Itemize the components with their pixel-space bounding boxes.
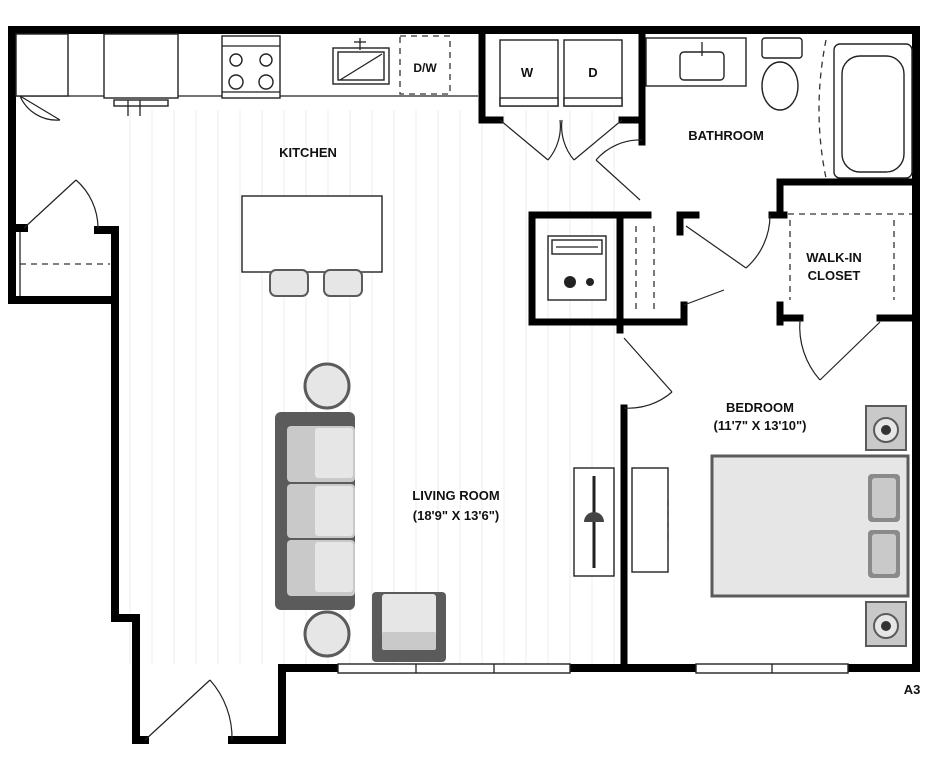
dryer-label: D bbox=[588, 65, 597, 80]
side-table bbox=[303, 362, 351, 410]
floor-texture bbox=[129, 110, 615, 664]
kitchen-counter bbox=[15, 33, 478, 116]
bedroom-label: BEDROOM bbox=[726, 400, 794, 415]
dresser bbox=[631, 467, 669, 573]
bar-stool bbox=[269, 269, 309, 297]
kitchen-sink bbox=[332, 38, 390, 85]
living-furniture bbox=[275, 362, 615, 662]
interior-walls bbox=[478, 30, 920, 672]
living-room-dims: (18'9" X 13'6") bbox=[413, 508, 499, 523]
unit-code: A3 bbox=[904, 682, 921, 697]
toilet-tank bbox=[761, 37, 803, 59]
walk-in-closet-label-1: WALK-IN bbox=[806, 250, 862, 265]
utility-closet bbox=[19, 95, 110, 296]
washer bbox=[499, 39, 559, 107]
entry-door bbox=[144, 679, 233, 741]
walk-in-closet: WALK-IN CLOSET bbox=[788, 213, 912, 381]
washer-label: W bbox=[521, 65, 534, 80]
bar-stool bbox=[323, 269, 363, 297]
bedroom-dims: (11'7" X 13'10") bbox=[714, 418, 807, 433]
dishwasher-label: D/W bbox=[413, 61, 437, 75]
side-table bbox=[303, 610, 351, 658]
stove bbox=[221, 35, 281, 99]
kitchen-island bbox=[241, 195, 383, 297]
bedroom-door bbox=[623, 337, 673, 409]
pantry-cabinet bbox=[15, 33, 69, 97]
bedroom-furniture bbox=[631, 405, 910, 647]
water-heater bbox=[547, 235, 607, 301]
exterior-walls bbox=[8, 26, 920, 744]
walk-in-closet-label-2: CLOSET bbox=[808, 268, 861, 283]
dryer bbox=[563, 39, 623, 107]
living-room-label: LIVING ROOM bbox=[412, 488, 499, 503]
bathroom-sink bbox=[679, 51, 725, 81]
refrigerator-handle bbox=[113, 99, 169, 107]
toilet-bowl bbox=[761, 61, 799, 111]
laundry-closet: W D bbox=[499, 39, 623, 161]
linen-closet bbox=[635, 214, 771, 314]
windows bbox=[337, 663, 849, 674]
bathroom-label: BATHROOM bbox=[688, 128, 764, 143]
dishwasher: D/W bbox=[399, 35, 451, 95]
refrigerator bbox=[103, 33, 179, 99]
kitchen-label: KITCHEN bbox=[279, 145, 337, 160]
bathroom-fixtures bbox=[595, 37, 913, 201]
